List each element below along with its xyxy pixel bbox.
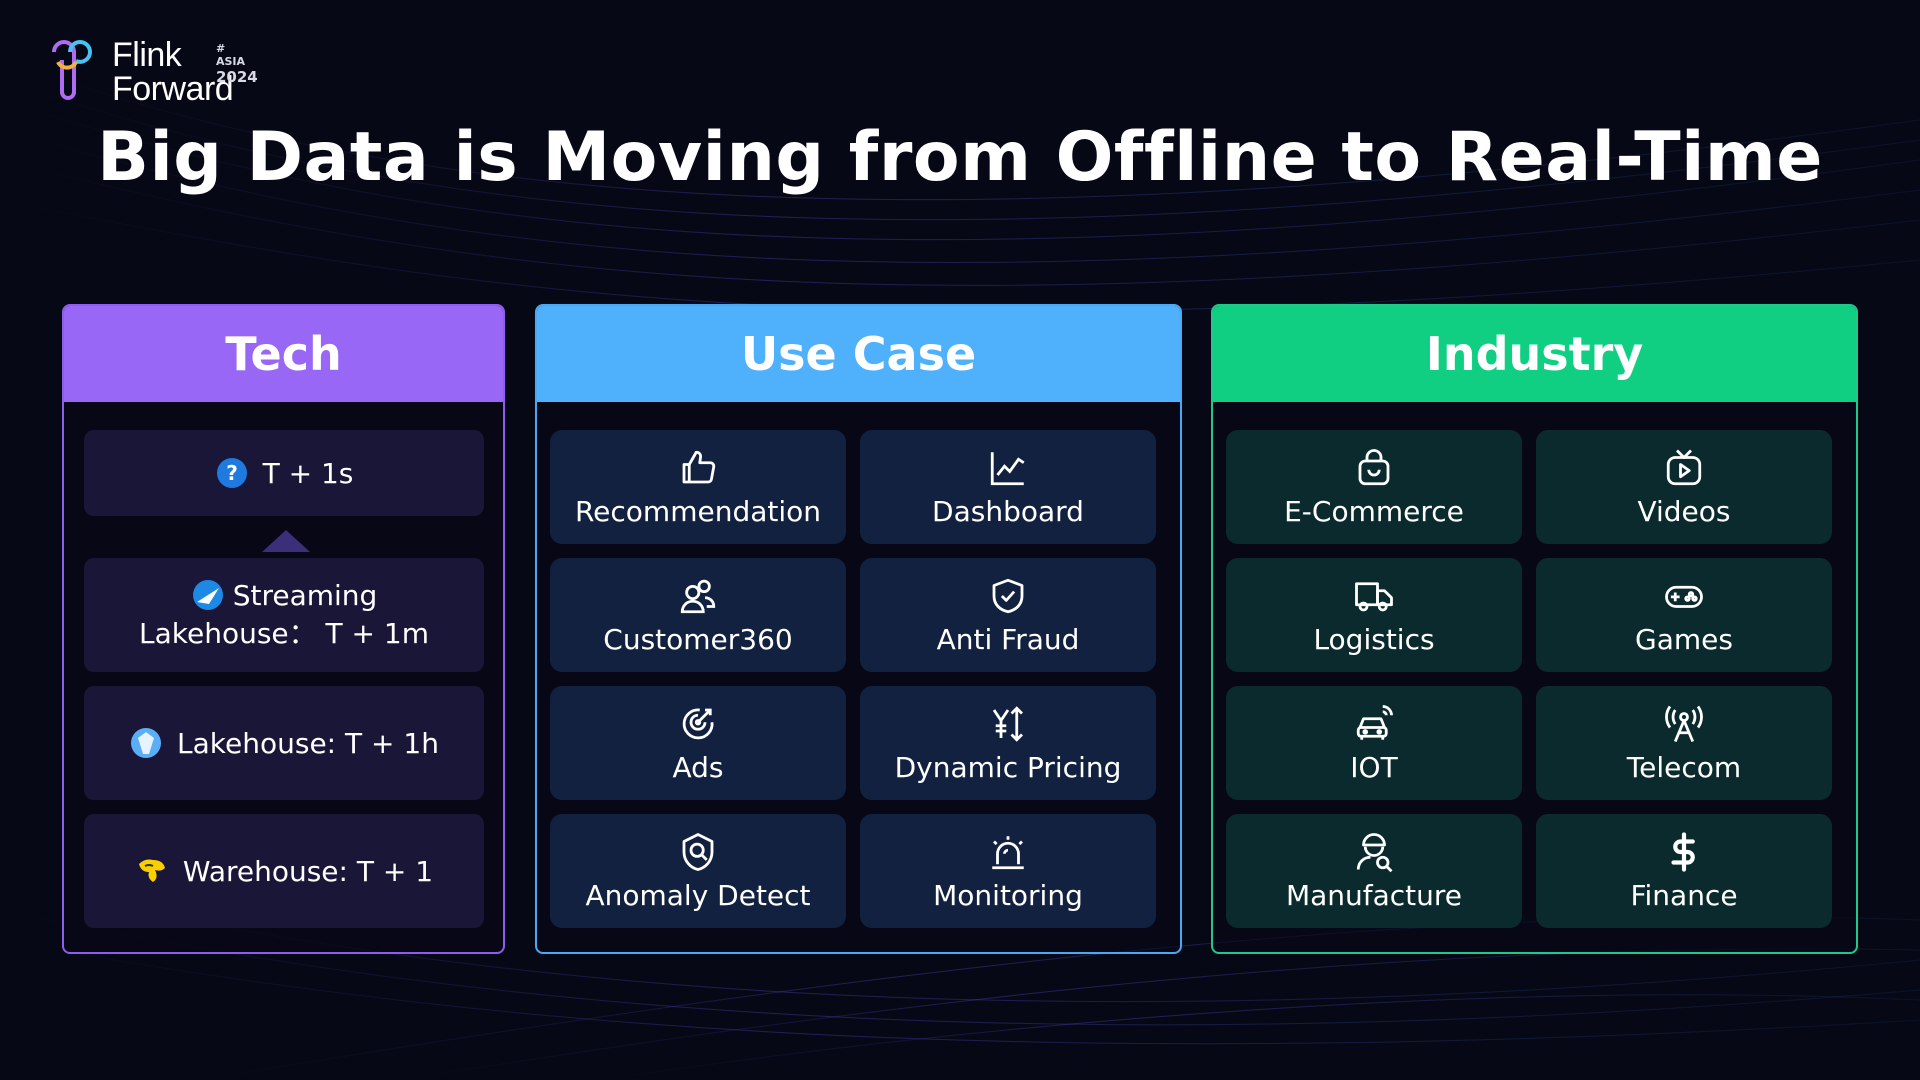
tech-item-t1s: ? T + 1s [84,430,484,516]
use-case-panel: Use Case Recommendation Dashboard Custom… [535,304,1182,954]
flink-question-icon: ? [216,458,247,488]
use-case-label: Dashboard [932,494,1084,528]
industry-iot: IOT [1226,686,1522,800]
industry-label: IOT [1350,750,1398,784]
connected-car-icon [1356,704,1393,740]
industry-grid: E-Commerce Videos Logistics Games IOT Te… [1226,430,1832,928]
thumbs-up-icon [682,450,716,483]
logo-text-forward: Forward [112,70,234,108]
use-case-anti-fraud: Anti Fraud [860,558,1156,672]
users-icon [680,579,716,613]
industry-panel: Industry E-Commerce Videos Logistics Gam… [1211,304,1858,954]
use-case-anomaly-detect: Anomaly Detect [550,814,846,928]
use-case-label: Anomaly Detect [585,878,811,912]
tv-play-icon [1666,449,1702,485]
logo-text-flink: Flink [112,36,182,74]
industry-label: Finance [1630,878,1738,912]
tech-item-lakehouse: Lakehouse: T + 1h [84,686,484,800]
industry-games: Games [1536,558,1832,672]
use-case-customer360: Customer360 [550,558,846,672]
use-case-label: Dynamic Pricing [894,750,1122,784]
use-case-monitoring: Monitoring [860,814,1156,928]
tech-item-warehouse: Warehouse: T + 1 [84,814,484,928]
industry-videos: Videos [1536,430,1832,544]
industry-label: Manufacture [1285,878,1463,912]
industry-finance: Finance [1536,814,1832,928]
logo-badge-year: 2024 [216,68,258,87]
target-icon [682,708,714,739]
up-arrow-icon [262,530,310,552]
tech-item-streaming-lakehouse: Streaming Lakehouse： T + 1m [84,558,484,672]
flink-forward-logo: Flink Forward # ASIA 2024 [48,36,258,108]
use-case-label: Anti Fraud [936,622,1080,656]
gamepad-icon [1665,585,1703,608]
industry-manufacture: Manufacture [1226,814,1522,928]
truck-icon [1355,581,1393,611]
iceberg-icon [131,728,162,758]
shopping-bag-icon [1358,448,1390,485]
shield-check-icon [992,578,1024,613]
tech-item-label-line2: Lakehouse： T + 1m [139,617,429,650]
paimon-icon [192,580,223,610]
use-case-dashboard: Dashboard [860,430,1156,544]
tech-item-label: Lakehouse: T + 1h [177,726,439,760]
industry-label: Telecom [1626,750,1742,784]
tech-item-label: T + 1s [262,456,354,490]
flink-forward-logo-mark-icon [52,40,93,100]
industry-label: Games [1635,622,1733,656]
line-chart-icon [990,451,1025,485]
dollar-icon [1671,831,1695,872]
industry-label: Videos [1637,494,1731,528]
industry-logistics: Logistics [1226,558,1522,672]
logo-badge-region: # ASIA [216,42,246,69]
industry-label: Logistics [1313,622,1435,656]
tech-item-label: Warehouse: T + 1 [182,854,434,888]
worker-icon [1356,832,1393,872]
alarm-siren-icon [992,835,1024,869]
hive-icon [138,859,165,882]
shield-search-icon [682,832,714,871]
industry-panel-heading: Industry [1213,306,1856,402]
yen-arrows-icon [992,705,1023,742]
use-case-label: Monitoring [933,878,1083,912]
use-case-label: Customer360 [603,622,793,656]
svg-text:?: ? [226,461,238,485]
use-case-dynamic-pricing: Dynamic Pricing [860,686,1156,800]
tech-panel: Tech ? T + 1s Streaming Lakehouse： T + 1… [62,304,505,954]
logo-badge: # ASIA 2024 [216,42,258,86]
industry-telecom: Telecom [1536,686,1832,800]
use-case-recommendation: Recommendation [550,430,846,544]
tech-item-label-line1: Streaming [232,578,378,612]
use-case-label: Recommendation [574,494,822,528]
use-case-label: Ads [672,750,724,784]
use-case-ads: Ads [550,686,846,800]
use-case-grid: Recommendation Dashboard Customer360 Ant… [550,430,1156,928]
industry-e-commerce: E-Commerce [1226,430,1522,544]
antenna-icon [1665,705,1703,742]
page-title: Big Data is Moving from Offline to Real-… [97,118,1823,197]
industry-label: E-Commerce [1284,494,1464,528]
use-case-panel-heading: Use Case [537,306,1180,402]
tech-panel-heading: Tech [64,306,503,402]
